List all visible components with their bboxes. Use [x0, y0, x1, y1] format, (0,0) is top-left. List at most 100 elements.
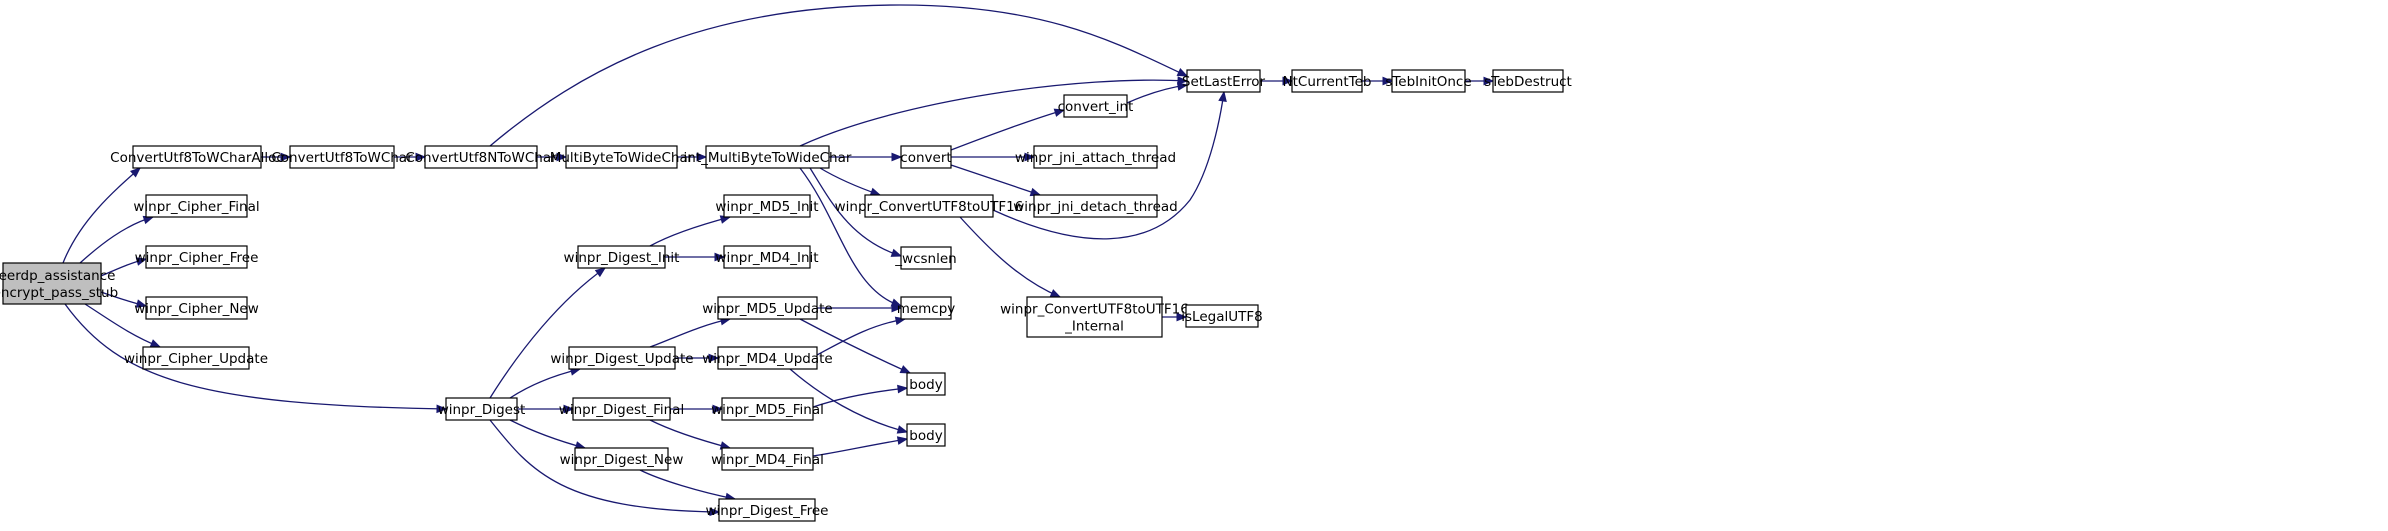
- node-tebinit[interactable]: sTebInitOnce: [1385, 69, 1472, 93]
- node-box[interactable]: [2, 262, 102, 305]
- node-dupdate[interactable]: winpr_Digest_Update: [550, 346, 694, 370]
- node-box[interactable]: [723, 245, 811, 269]
- node-legal[interactable]: isLegalUTF8: [1181, 304, 1263, 328]
- node-md5upd[interactable]: winpr_MD5_Update: [702, 296, 833, 320]
- node-convert[interactable]: convert: [900, 145, 952, 169]
- node-box[interactable]: [145, 296, 248, 320]
- node-memcpy[interactable]: memcpy: [897, 296, 956, 320]
- node-box[interactable]: [718, 498, 816, 522]
- node-box[interactable]: [721, 397, 814, 421]
- edge-setlast-to-ntteb: [1260, 76, 1294, 86]
- node-box[interactable]: [717, 346, 818, 370]
- edge-ntteb-to-tebinit: [1362, 76, 1394, 86]
- node-md4upd[interactable]: winpr_MD4_Update: [702, 346, 833, 370]
- edge-arrowhead: [869, 187, 882, 196]
- node-box[interactable]: [1186, 69, 1261, 93]
- node-dinit[interactable]: winpr_Digest_Init: [564, 245, 680, 269]
- edge-arrowhead: [897, 384, 909, 394]
- node-box[interactable]: [1033, 194, 1158, 218]
- edge-md4upd-to-memcpy: [816, 316, 907, 356]
- node-box[interactable]: [906, 423, 946, 447]
- node-box[interactable]: [1063, 94, 1128, 118]
- edge-md5upd-to-memcpy: [817, 303, 903, 313]
- node-box[interactable]: [1492, 69, 1564, 93]
- node-box[interactable]: [721, 447, 814, 471]
- node-body2[interactable]: body: [906, 423, 946, 447]
- edge-line: [789, 368, 908, 433]
- node-box[interactable]: [705, 145, 830, 169]
- node-box[interactable]: [1291, 69, 1363, 93]
- edge-digest-to-dinit: [489, 267, 607, 399]
- node-md5fin[interactable]: winpr_MD5_Final: [711, 397, 824, 421]
- node-cvt16i[interactable]: winpr_ConvertUTF8toUTF16_Internal: [1000, 296, 1189, 338]
- node-box[interactable]: [142, 346, 250, 370]
- node-dfree[interactable]: winpr_Digest_Free: [706, 498, 829, 522]
- node-box[interactable]: [900, 246, 952, 270]
- node-mb2wc[interactable]: MultiByteToWideChar: [550, 145, 694, 169]
- edge-cvt16i-to-legal: [1162, 312, 1188, 322]
- edge-line: [799, 79, 1188, 147]
- node-box[interactable]: [132, 145, 262, 169]
- node-detach[interactable]: winpr_jni_detach_thread: [1013, 194, 1178, 218]
- node-box[interactable]: [289, 145, 395, 169]
- node-cfree[interactable]: winpr_Cipher_Free: [135, 245, 259, 269]
- node-box[interactable]: [577, 245, 666, 269]
- node-ntteb[interactable]: NtCurrentTeb: [1283, 69, 1372, 93]
- node-convert_int[interactable]: convert_int: [1058, 94, 1134, 118]
- node-md4init[interactable]: winpr_MD4_Init: [715, 245, 819, 269]
- node-md5init[interactable]: winpr_MD5_Init: [715, 194, 819, 218]
- node-cu8[interactable]: ConvertUtf8ToWChar: [271, 145, 413, 169]
- node-body1[interactable]: body: [906, 372, 946, 396]
- node-box[interactable]: [424, 145, 538, 169]
- edge-dupdate-to-md4upd: [675, 353, 720, 363]
- node-digest[interactable]: winpr_Digest: [438, 397, 526, 421]
- node-dnew[interactable]: winpr_Digest_New: [560, 447, 684, 471]
- edge-arrowhead: [556, 152, 568, 162]
- edge-line: [950, 109, 1065, 151]
- node-cfinal[interactable]: winpr_Cipher_Final: [133, 194, 260, 218]
- node-box[interactable]: [574, 447, 669, 471]
- node-tebdes[interactable]: sTebDestruct: [1484, 69, 1572, 93]
- node-box[interactable]: [1033, 145, 1158, 169]
- edge-md4upd-to-body2: [789, 368, 909, 434]
- edge-arrowhead: [1218, 90, 1227, 103]
- node-cvt16[interactable]: winpr_ConvertUTF8toUTF16: [835, 194, 1024, 218]
- node-dfinal[interactable]: winpr_Digest_Final: [559, 397, 684, 421]
- node-attach[interactable]: winpr_jni_attach_thread: [1015, 145, 1176, 169]
- node-setlast[interactable]: SetLastError: [1182, 69, 1266, 93]
- node-box[interactable]: [572, 397, 671, 421]
- node-label: int_MultiByteToWideChar: [684, 150, 852, 166]
- edge-md5fin-to-body1: [812, 384, 909, 408]
- edge-intmb-to-memcpy: [799, 167, 903, 307]
- edge-dfinal-to-md4fin: [649, 419, 732, 450]
- node-cu8alloc[interactable]: ConvertUtf8ToWCharAlloc: [110, 145, 284, 169]
- node-md4fin[interactable]: winpr_MD4_Final: [711, 447, 824, 471]
- edge-line: [959, 216, 1061, 298]
- node-label: winpr_Digest_Final: [559, 402, 684, 418]
- edge-line: [649, 216, 731, 247]
- node-box[interactable]: [1391, 69, 1466, 93]
- node-box[interactable]: [1185, 304, 1259, 328]
- node-box[interactable]: [565, 145, 678, 169]
- edge-arrowhead: [594, 267, 607, 278]
- node-box[interactable]: [723, 194, 811, 218]
- node-box[interactable]: [445, 397, 518, 421]
- node-box[interactable]: [906, 372, 946, 396]
- node-wcsnlen[interactable]: _wcsnlen: [894, 246, 957, 270]
- node-box[interactable]: [145, 245, 248, 269]
- node-label: winpr_Cipher_Free: [135, 250, 259, 266]
- edge-root-to-digest: [64, 303, 448, 414]
- edge-line: [509, 368, 581, 399]
- node-box[interactable]: [145, 194, 248, 218]
- node-box[interactable]: [568, 346, 676, 370]
- node-box[interactable]: [900, 145, 952, 169]
- node-box[interactable]: [900, 296, 952, 320]
- node-cu8n[interactable]: ConvertUtf8NToWChar: [405, 145, 557, 169]
- node-cupdate[interactable]: winpr_Cipher_Update: [124, 346, 268, 370]
- node-box[interactable]: [717, 296, 818, 320]
- node-cnew[interactable]: winpr_Cipher_New: [134, 296, 259, 320]
- node-box[interactable]: [1026, 296, 1163, 338]
- node-intmb[interactable]: int_MultiByteToWideChar: [684, 145, 852, 169]
- node-box[interactable]: [864, 194, 994, 218]
